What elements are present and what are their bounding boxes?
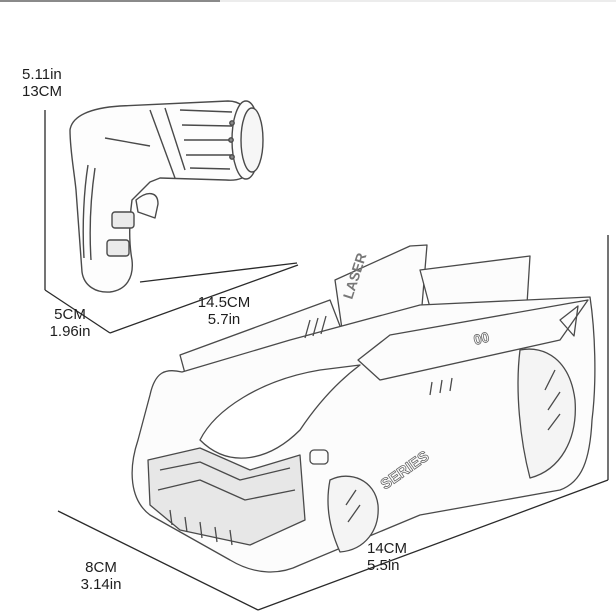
car-dimension-lines	[57, 235, 609, 611]
top-border-light	[220, 0, 616, 2]
controller-length-imperial: 5.7in	[207, 311, 241, 328]
rc-car-icon	[131, 244, 596, 573]
car-width-metric: 8CM	[85, 559, 117, 576]
decal-00: 00	[472, 329, 491, 348]
car-width-imperial: 3.14in	[80, 576, 122, 593]
car-length-imperial: 5.5in	[367, 557, 400, 574]
controller-depth-imperial: 1.96in	[49, 323, 91, 340]
controller-length-label: 14.5CM 5.7in	[184, 294, 264, 328]
controller-height-imperial: 5.11in	[22, 66, 62, 83]
car-length-label: 14CM 5.5in	[367, 540, 407, 574]
controller-length-metric: 14.5CM	[197, 294, 251, 311]
controller-height-metric: 13CM	[22, 83, 63, 100]
top-border	[0, 0, 616, 3]
car-width-label: 8CM 3.14in	[76, 559, 126, 593]
controller-depth-metric: 5CM	[54, 306, 86, 323]
controller-depth-label: 5CM 1.96in	[40, 306, 100, 340]
car-length-metric: 14CM	[367, 540, 408, 557]
controller-height-label: 5.11in 13CM	[22, 66, 62, 100]
top-border-dark	[0, 0, 220, 2]
controller-dimension-lines	[44, 110, 299, 334]
laser-gun-icon	[69, 100, 264, 293]
